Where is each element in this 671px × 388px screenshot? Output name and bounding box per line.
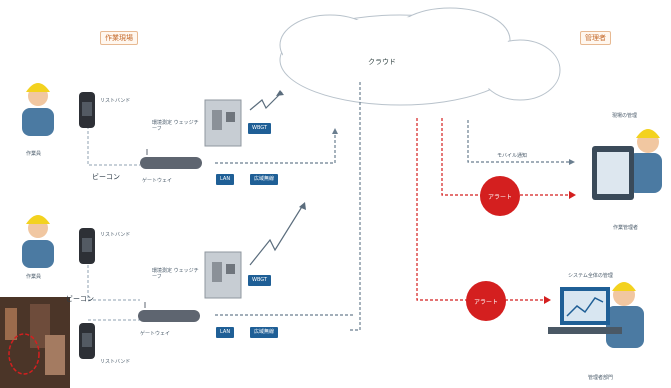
wristband-label-1: リストバンド xyxy=(100,98,131,104)
beacon-label-1: ビーコン xyxy=(92,173,120,181)
wbgt-chip-1: WBGT xyxy=(248,123,272,134)
alert-badge-2: アラート xyxy=(466,281,506,321)
worker-icon-1 xyxy=(22,83,54,136)
wristband-icon-3 xyxy=(79,323,95,359)
gateway-device-2 xyxy=(138,310,200,322)
worker-icon-2 xyxy=(22,215,54,268)
gateway-label-1: ゲートウェイ xyxy=(142,178,173,184)
sensor-device-2 xyxy=(204,251,242,299)
lan-chip-2: LAN xyxy=(216,327,235,338)
gateway-label-2: ゲートウェイ xyxy=(140,331,171,337)
office-section-label: 管理者 xyxy=(580,31,611,45)
cloud-label: クラウド xyxy=(368,58,396,66)
admin-label: 管理者部門 xyxy=(588,375,614,381)
network-chip-2: 広域無線 xyxy=(250,327,279,338)
manager-top-label: 現場の管理 xyxy=(612,113,638,119)
wristband-label-3: リストバンド xyxy=(100,359,131,365)
network-chip-1: 広域無線 xyxy=(250,174,279,185)
wbgt-chip-2: WBGT xyxy=(248,275,272,286)
sensor-label-2: 環境測定 ウェッジチーフ xyxy=(152,268,199,280)
lan-chip-1: LAN xyxy=(216,174,235,185)
worker-label-1: 作業員 xyxy=(26,151,42,157)
manager-label: 作業管理者 xyxy=(613,225,639,231)
tablet-manager-icon xyxy=(592,129,662,200)
sensor-device-1 xyxy=(204,99,242,147)
worker-label-2: 作業員 xyxy=(26,274,42,280)
gateway-device-1 xyxy=(140,157,202,169)
alert-badge-1: アラート xyxy=(480,176,520,216)
site-section-label: 作業現場 xyxy=(100,31,138,45)
sensor-label-1: 環境測定 ウェッジチーフ xyxy=(152,120,199,132)
system-label: システム全体の管理 xyxy=(568,273,613,279)
photo-highlight xyxy=(8,333,40,375)
beacon-label-2: ビーコン xyxy=(66,295,94,303)
computer-manager-icon xyxy=(548,282,644,348)
wristband-icon-1 xyxy=(79,92,95,128)
wristband-label-2: リストバンド xyxy=(100,232,131,238)
wristband-icon-2 xyxy=(79,228,95,264)
mobile-notice-label: モバイル通知 xyxy=(497,153,528,159)
